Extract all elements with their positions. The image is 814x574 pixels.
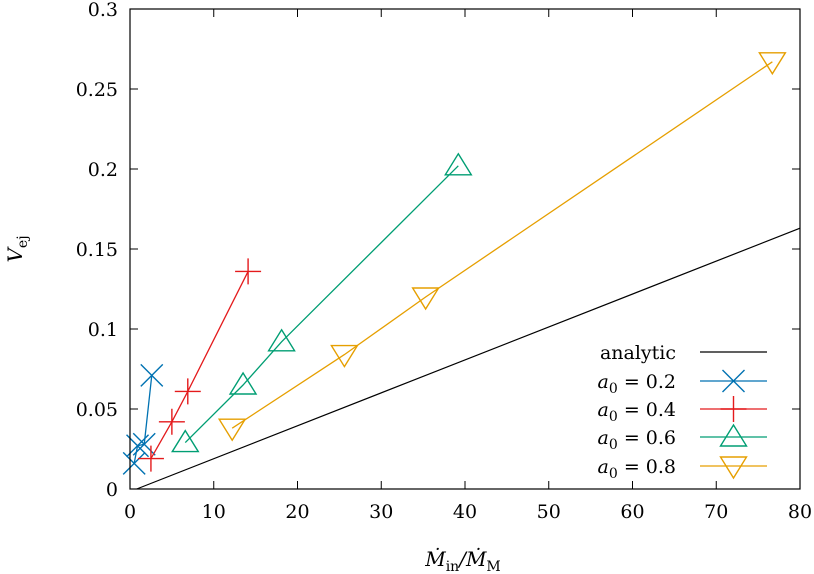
x-tick-label: 80 <box>788 501 812 523</box>
x-label-sep: /Ṁ <box>457 547 487 571</box>
y-axis-label: Vej <box>3 235 31 262</box>
data-point-triangle-up <box>171 429 200 453</box>
x-tick-label: 10 <box>202 501 226 523</box>
x-tick-label: 70 <box>704 501 728 523</box>
y-tick-label: 0.1 <box>88 319 118 341</box>
x-tick-label: 20 <box>285 501 309 523</box>
series-2 <box>171 152 473 453</box>
x-label-sub-m: M <box>486 559 500 574</box>
y-tick-label: 0.25 <box>76 79 118 101</box>
data-point-triangle-down <box>217 418 247 442</box>
data-point-+ <box>235 258 262 285</box>
plot-frame <box>129 8 801 490</box>
legend: analytic a0 = 0.2a0 = 0.4a0 = 0.6 a0 = 0.8 <box>598 342 767 482</box>
axis-ticks: 0 10 20 30 40 50 60 70 80 0 0.05 0.1 0.15 0.2 0.25 0.3 <box>76 0 812 523</box>
x-tick-label: 30 <box>369 501 393 523</box>
y-tick-label: 0.05 <box>76 399 118 421</box>
x-label-main: Ṁ <box>424 547 446 571</box>
legend-marker <box>722 369 745 393</box>
x-label-sub-in: in <box>446 559 460 574</box>
legend-label-analytic: analytic <box>600 342 676 364</box>
data-point-+ <box>137 445 164 472</box>
data-point-triangle-up <box>228 371 258 395</box>
y-tick-label: 0.3 <box>88 0 118 21</box>
series-line <box>184 165 459 444</box>
analytic-line <box>136 227 801 490</box>
legend-label: a0 = 0.2 <box>598 371 676 397</box>
legend-marker <box>720 396 747 422</box>
plot-area <box>122 52 801 490</box>
y-tick-label: 0.15 <box>76 239 118 261</box>
y-tick-label: 0 <box>106 479 118 501</box>
series-line <box>133 375 153 464</box>
series-3 <box>217 52 787 442</box>
data-point-triangle-up <box>267 328 296 352</box>
x-tick-label: 0 <box>124 501 136 523</box>
data-point-x <box>140 363 164 387</box>
data-point-+ <box>174 378 201 405</box>
legend-label: a0 = 0.4 <box>598 399 676 425</box>
legend-marker <box>719 423 748 447</box>
y-label-sub: ej <box>15 235 31 248</box>
y-label-main: V <box>3 246 27 263</box>
data-point-triangle-up <box>444 152 473 176</box>
data-point-triangle-down <box>758 52 787 76</box>
series-1 <box>137 258 262 472</box>
x-tick-label: 50 <box>537 501 561 523</box>
legend-marker <box>719 456 748 480</box>
data-point-+ <box>158 408 185 435</box>
x-tick-label: 40 <box>453 501 477 523</box>
data-point-triangle-down <box>330 344 359 368</box>
data-point-triangle-down <box>411 287 440 311</box>
x-tick-label: 60 <box>620 501 644 523</box>
y-tick-label: 0.2 <box>88 159 118 181</box>
data-point-x <box>122 451 146 475</box>
series-line <box>231 61 773 429</box>
legend-label: a0 = 0.6 <box>598 427 676 453</box>
legend-label: a0 = 0.8 <box>598 456 676 482</box>
svg-text:Vej: Vej <box>3 235 31 262</box>
series-line <box>150 271 249 459</box>
svg-text:Ṁin/ṀM: Ṁin/ṀM <box>424 547 501 574</box>
x-axis-label: Ṁin/ṀM <box>424 547 501 574</box>
